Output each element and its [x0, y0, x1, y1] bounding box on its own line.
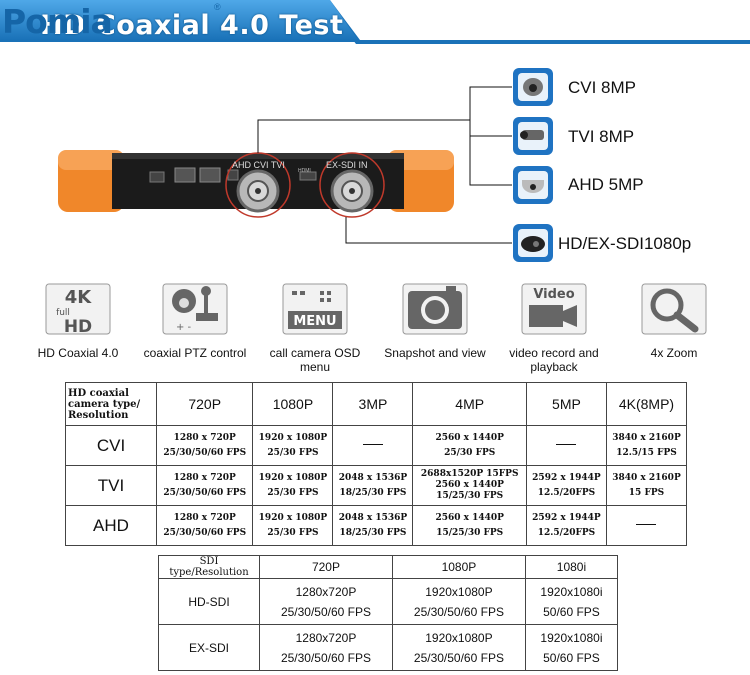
svg-text:HD: HD: [64, 317, 92, 335]
spec-tvi-label: TVI 8MP: [568, 127, 635, 146]
bullet-camera-icon: [513, 117, 553, 155]
table-header-row: SDI type/Resolution 720P 1080P 1080i: [158, 555, 619, 579]
port-label-hdmi: HDMI: [298, 168, 311, 174]
table-header-row: HD coaxial camera type/ Resolution 720P …: [65, 382, 688, 426]
feature-caption: HD Coaxial 4.0: [37, 346, 119, 360]
column-header: 4MP: [412, 382, 527, 426]
row-header-hd-sdi: HD-SDI: [158, 578, 260, 625]
svg-text:4K: 4K: [65, 287, 93, 308]
dash-mark: [556, 444, 577, 445]
camera-snapshot-icon: [402, 283, 468, 335]
spec-sdi-label: HD/EX-SDI1080p: [558, 234, 692, 253]
page-title: HD Coaxial 4.0 Test: [40, 10, 344, 41]
feature-caption: coaxial PTZ control: [143, 346, 247, 360]
svg-text:Video: Video: [533, 287, 574, 302]
svg-text:full: full: [56, 308, 70, 318]
4k-full-hd-icon: 4K full HD: [45, 283, 111, 337]
ptz-joystick-icon: + -: [162, 283, 228, 335]
dome-camera-icon: [513, 68, 553, 106]
column-header: 1080P: [252, 382, 334, 426]
svg-text:+ -: + -: [176, 322, 192, 333]
column-header: 720P: [155, 382, 254, 426]
sdi-resolution-table: SDI type/Resolution 720P 1080P 1080i HD-…: [158, 555, 619, 671]
table-corner-header: SDI type/Resolution: [158, 555, 260, 579]
feature-hd-coaxial: 4K full HD HD Coaxial 4.0: [23, 283, 133, 360]
bnc-highlight-right: [319, 152, 385, 218]
table-cell-empty: [525, 425, 607, 466]
dash-mark: [636, 524, 657, 525]
feature-zoom: 4x Zoom: [619, 283, 729, 360]
row-header-cvi: CVI: [65, 425, 157, 466]
port-label-sdi: EX-SDI IN: [326, 160, 368, 170]
brand-logo: Pomia: [2, 2, 113, 41]
feature-caption: call camera OSD menu: [269, 346, 361, 374]
column-header: 3MP: [332, 382, 414, 426]
tester-side-view: [58, 68, 553, 262]
table-cell-empty: [332, 425, 414, 466]
speed-dome-camera-icon: [513, 224, 553, 262]
svg-text:MENU: MENU: [293, 314, 336, 329]
feature-video-record: Video video record and playback: [499, 283, 609, 374]
device-illustration: CVI 8MP TVI 8MP AHD 5MP HD/EX-SDI1080p A…: [0, 60, 750, 270]
row-header-tvi: TVI: [65, 465, 157, 506]
spec-cvi-label: CVI 8MP: [568, 78, 637, 97]
column-header: 1080P: [391, 555, 526, 579]
spec-ahd-label: AHD 5MP: [568, 175, 644, 194]
feature-caption: Snapshot and view: [384, 346, 486, 360]
feature-osd-menu: MENU call camera OSD menu: [260, 283, 370, 374]
osd-menu-icon: MENU: [282, 283, 348, 335]
banner-background: [0, 0, 750, 44]
column-header: 1080i: [524, 555, 619, 579]
row-header-ahd: AHD: [65, 505, 157, 546]
magnifier-icon: [641, 283, 707, 335]
column-header: 720P: [259, 555, 393, 579]
column-header: 4K(8MP): [605, 382, 688, 426]
column-header: 5MP: [525, 382, 607, 426]
table-corner-header: HD coaxial camera type/ Resolution: [65, 382, 157, 426]
feature-snapshot: Snapshot and view: [380, 283, 490, 360]
coaxial-resolution-table: HD coaxial camera type/ Resolution 720P …: [65, 382, 688, 546]
dome-camera-white-icon: [513, 166, 553, 204]
feature-caption: 4x Zoom: [650, 346, 698, 360]
row-header-ex-sdi: EX-SDI: [158, 624, 260, 671]
video-record-icon: Video: [521, 283, 587, 335]
brand-registered-mark: ®: [214, 2, 221, 12]
header-banner: HD Coaxial 4.0 Test Pomia ®: [0, 0, 750, 46]
port-label-analog: AHD CVI TVI: [232, 160, 285, 170]
dash-mark: [362, 444, 383, 445]
feature-caption: video record and playback: [509, 346, 599, 374]
feature-ptz-control: + - coaxial PTZ control: [140, 283, 250, 360]
table-cell-empty: [605, 505, 688, 546]
